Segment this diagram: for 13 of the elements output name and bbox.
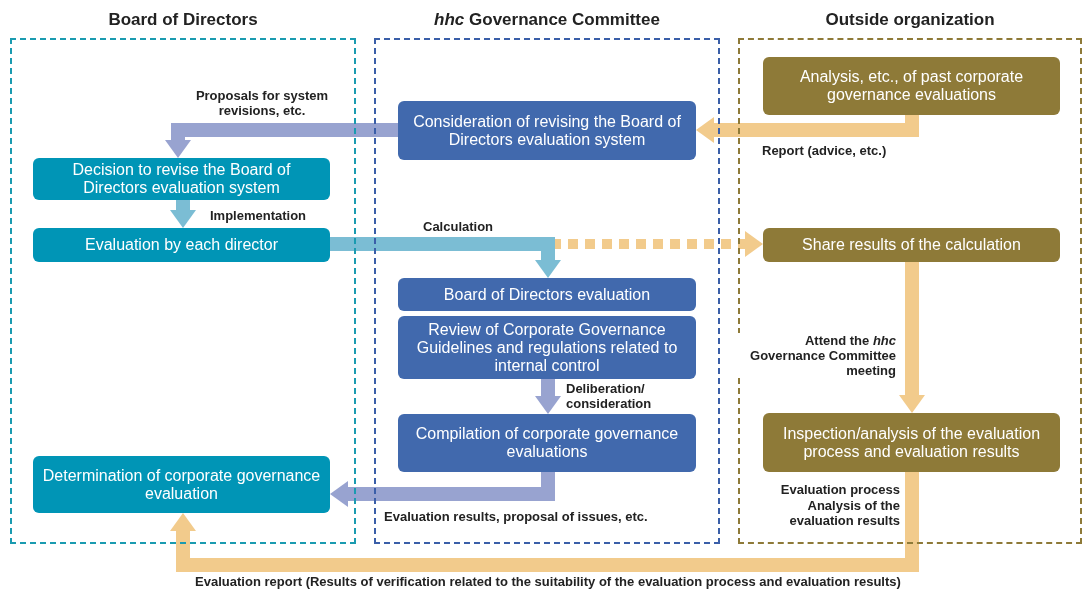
process-box: Inspection/analysis of the evaluation process and evaluation results (763, 413, 1060, 472)
column-heading: Outside organization (825, 10, 995, 30)
process-box: Compilation of corporate governance evaluations (398, 414, 696, 472)
process-box: Decision to revise the Board of Directors evaluation system (33, 158, 330, 200)
process-box: Board of Directors evaluation (398, 278, 696, 311)
process-box: Share results of the calculation (763, 228, 1060, 262)
process-box: Evaluation by each director (33, 228, 330, 262)
column-heading: hhc Governance Committee (434, 10, 660, 30)
process-box: Consideration of revising the Board of Directors evaluation system (398, 101, 696, 160)
process-box: Analysis, etc., of past corporate governance evaluations (763, 57, 1060, 115)
column-heading: Board of Directors (108, 10, 258, 30)
process-box: Review of Corporate Governance Guidelines and regulations related to internal control (398, 316, 696, 379)
edge-label: Attend the hhc Governance Committee meeting (736, 333, 898, 378)
